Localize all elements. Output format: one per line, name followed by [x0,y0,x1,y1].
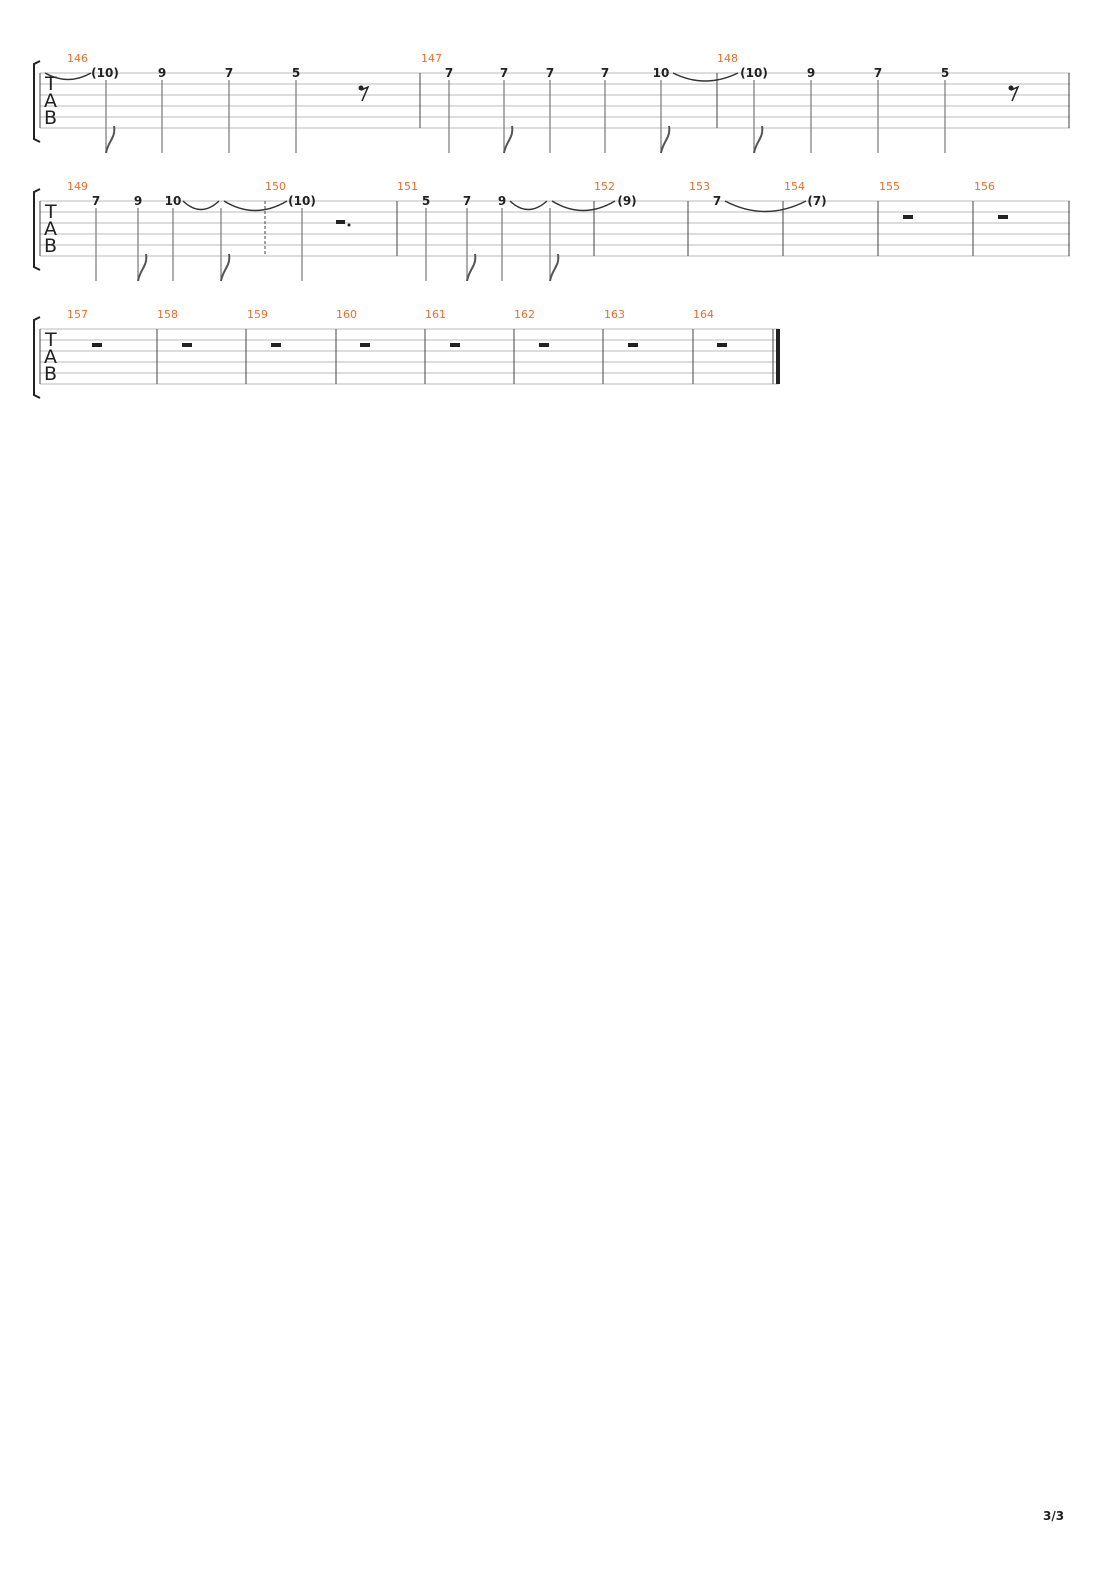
rests [358,85,1020,102]
tab-clef-t: T [44,329,57,351]
measure-number: 155 [879,180,900,193]
tab-system-3: T A B 157 158 159 160 161 162 163 164 [33,308,780,399]
fret-number: 7 [874,66,882,80]
barlines [39,201,1070,256]
final-barline [776,329,780,384]
tab-clef-b: B [44,363,57,385]
tab-clef-t: T [44,73,57,95]
whole-rest [360,343,370,347]
fret-number: 7 [713,194,721,208]
fret-number: 5 [292,66,300,80]
note-flags [137,253,560,282]
tab-clef-a: A [44,218,57,240]
measure-number: 147 [421,52,442,65]
whole-rest [539,343,549,347]
note-stems [95,208,551,281]
fret-number: (10) [740,66,768,80]
system-bracket [33,316,41,399]
ties [182,200,807,213]
fret-number: 7 [445,66,453,80]
tab-clef-b: B [44,107,57,129]
fret-number: (9) [617,194,636,208]
note-flags [105,125,764,154]
fret-number: 9 [807,66,815,80]
fret-numbers: (10) 9 7 5 7 7 7 7 10 (10) 9 7 5 [91,66,949,80]
measure-number: 154 [784,180,805,193]
rests [92,343,727,347]
whole-rest [182,343,192,347]
fret-number: 5 [422,194,430,208]
fret-number: 7 [92,194,100,208]
whole-rest [717,343,727,347]
staff-lines [40,328,779,385]
rests [336,215,1008,227]
fret-number: (10) [91,66,119,80]
measure-number: 148 [717,52,738,65]
tab-clef-a: A [44,346,57,368]
measure-number: 149 [67,180,88,193]
tab-clef-t: T [44,201,57,223]
measure-number: 160 [336,308,357,321]
fret-number: 7 [500,66,508,80]
fret-number: 5 [941,66,949,80]
eighth-rest [1008,85,1020,102]
whole-rest [271,343,281,347]
fret-number: 9 [134,194,142,208]
tab-system-2: T A B 149 150 151 152 153 154 155 156 [33,180,1070,282]
fret-number: 10 [165,194,182,208]
fret-number: 9 [158,66,166,80]
measure-number: 162 [514,308,535,321]
fret-number: 7 [463,194,471,208]
fret-number: (10) [288,194,316,208]
fret-number: 7 [225,66,233,80]
dotted-half-rest [336,220,351,227]
whole-rest [903,215,913,219]
fret-number: 7 [601,66,609,80]
measure-number: 161 [425,308,446,321]
measure-number: 163 [604,308,625,321]
measure-number: 153 [689,180,710,193]
staff-lines [40,200,1070,257]
fret-numbers: 7 9 10 (10) 5 7 9 (9) 7 (7) [92,194,827,208]
measure-number: 158 [157,308,178,321]
whole-rest [998,215,1008,219]
page-number: 3/3 [1043,1509,1065,1523]
barlines [39,73,1070,128]
system-bracket [33,188,41,271]
barlines [39,329,774,384]
fret-number: 9 [498,194,506,208]
fret-number: (7) [807,194,826,208]
whole-rest [92,343,102,347]
measure-number: 146 [67,52,88,65]
measure-number: 152 [594,180,615,193]
tab-clef-a: A [44,90,57,112]
tab-clef-b: B [44,235,57,257]
ties [44,72,739,82]
eighth-rest [358,85,370,102]
fret-number: 7 [546,66,554,80]
system-bracket [33,60,41,143]
whole-rest [450,343,460,347]
measure-number: 151 [397,180,418,193]
whole-rest [628,343,638,347]
measure-number: 156 [974,180,995,193]
staff-lines [40,72,1070,129]
note-stems [105,80,946,153]
measure-number: 159 [247,308,268,321]
measure-number: 150 [265,180,286,193]
measure-number: 157 [67,308,88,321]
tab-system-1: T A B 146 147 148 [33,52,1070,154]
fret-number: 10 [653,66,670,80]
measure-number: 164 [693,308,714,321]
